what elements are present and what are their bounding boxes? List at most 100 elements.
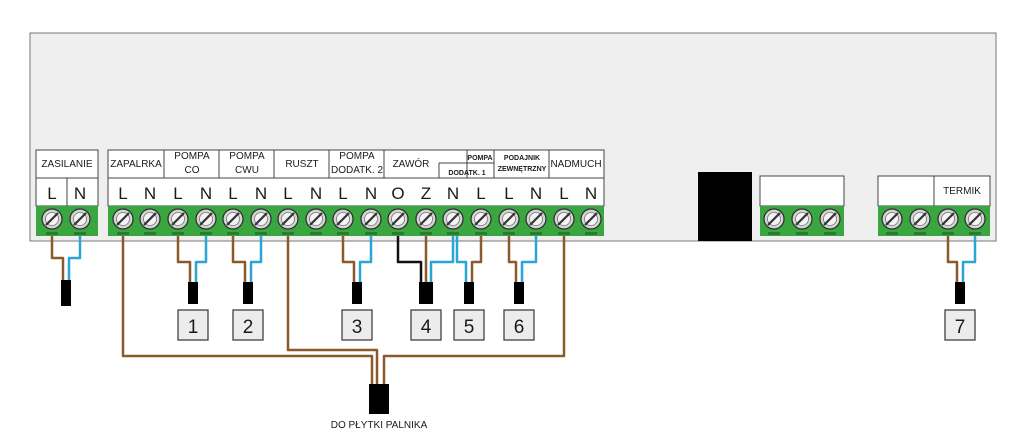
burner-wire-zapalarka — [121, 236, 374, 386]
output-3-wire-blue — [358, 236, 373, 284]
main-header-box — [107, 149, 605, 179]
terminal-letter: N — [144, 184, 156, 203]
header-label-ruszt: RUSZT — [285, 159, 318, 170]
terminal-letter: L — [338, 184, 347, 203]
burner-plug — [369, 384, 389, 414]
output-4-wire-black — [396, 236, 423, 284]
zasilanie-wire-blue — [67, 236, 82, 282]
main-letter-box — [107, 177, 605, 207]
output-box-5: 5 — [453, 309, 485, 341]
terminal-letter: N — [585, 184, 597, 203]
output-box-4: 4 — [410, 309, 442, 341]
terminal-screw — [553, 208, 575, 235]
terminal-screw — [819, 208, 841, 235]
output-2-wire-brown — [231, 236, 247, 284]
header-label-pompa-dodatk-2: POMPA — [339, 151, 375, 162]
output-number: 3 — [352, 317, 363, 338]
terminal-letter: N — [530, 184, 542, 203]
header-label-zawor: ZAWÓR — [393, 157, 430, 170]
terminal-letter: L — [173, 184, 182, 203]
burner-wire-nadmuch — [382, 236, 566, 386]
output-5-wire-blue — [455, 236, 468, 284]
terminal-screw — [937, 208, 959, 235]
terminal-headers — [35, 149, 991, 207]
wires — [50, 236, 977, 386]
terminal-letter: Z — [421, 184, 431, 203]
output-box-1: 1 — [177, 309, 209, 341]
zasilanie-wire-brown — [50, 236, 65, 282]
terminal-screw — [195, 208, 217, 235]
terminal-screw — [139, 208, 161, 235]
output-7-plug — [955, 282, 965, 304]
output-3-plug — [352, 282, 362, 304]
terminal-screw — [909, 208, 931, 235]
terminal-letter: N — [447, 184, 459, 203]
terminal-screw — [442, 208, 464, 235]
terminal-letter: L — [559, 184, 568, 203]
terminal-screw — [167, 208, 189, 235]
terminal-letter: L — [283, 184, 292, 203]
terminal-letter: L — [504, 184, 513, 203]
output-number: 4 — [421, 317, 432, 338]
terminal-letter: N — [74, 184, 86, 203]
terminal-screw — [470, 208, 492, 235]
terminal-screw — [580, 208, 602, 235]
output-number: 6 — [514, 317, 525, 338]
header-label-zasilanie: ZASILANIE — [41, 159, 92, 170]
terminal-screw — [305, 208, 327, 235]
header-label-pompa-dodatk-2: DODATK. 2 — [331, 165, 383, 176]
terminal-screw — [387, 208, 409, 235]
output-1-wire-brown — [176, 236, 192, 284]
output-1-wire-blue — [194, 236, 208, 284]
terminal-letter: N — [255, 184, 267, 203]
header-label-pompa-dodatk-1: POMPA — [467, 155, 492, 162]
terminal-screw — [222, 208, 244, 235]
output-number: 7 — [955, 317, 966, 338]
terminal-screw — [277, 208, 299, 235]
header-label-termik: TERMIK — [943, 186, 981, 197]
header-label-pompa-dodatk-1: DODATK. 1 — [448, 170, 485, 177]
terminal-letter: L — [228, 184, 237, 203]
header-dividers — [163, 150, 550, 178]
output-7-wire-brown — [946, 236, 959, 284]
output-number-boxes: 1 2 3 4 5 6 7 — [177, 309, 976, 341]
terminal-screw — [791, 208, 813, 235]
terminal-screw — [69, 208, 91, 235]
output-5-wire-brown — [470, 236, 483, 284]
output-number: 2 — [243, 317, 254, 338]
terminal-letter: O — [391, 184, 404, 203]
header-label-podajnik: PODAJNIK — [504, 155, 540, 162]
output-1-plug — [188, 282, 198, 304]
black-component — [698, 172, 752, 241]
terminal-letter: L — [47, 184, 56, 203]
blank-header-box — [759, 175, 845, 207]
output-6-wire-brown — [507, 236, 518, 284]
burner-wire-ruszt — [286, 236, 379, 386]
header-label-pompa-cwu: CWU — [235, 165, 259, 176]
output-7-wire-blue — [961, 236, 977, 284]
zasilanie-header-box — [35, 149, 99, 179]
output-number: 1 — [188, 317, 199, 338]
terminal-letter: N — [200, 184, 212, 203]
terminal-letter: N — [365, 184, 377, 203]
terminal-screw — [332, 208, 354, 235]
header-label-podajnik: ZEWNĘTRZNY — [498, 166, 547, 173]
output-5-plug — [464, 282, 474, 304]
zasilanie-plug — [61, 280, 71, 306]
terminal-screw — [964, 208, 986, 235]
terminal-screw — [498, 208, 520, 235]
burner-caption: DO PŁYTKI PALNIKA — [331, 420, 428, 431]
output-number: 5 — [464, 317, 475, 338]
output-box-3: 3 — [341, 309, 373, 341]
terminal-letter: L — [476, 184, 485, 203]
terminal-screws — [41, 208, 986, 235]
terminal-letter: L — [118, 184, 127, 203]
header-label-zapalarka: ZAPALRKA — [110, 159, 162, 170]
output-box-6: 6 — [503, 309, 535, 341]
output-2-plug — [243, 282, 253, 304]
terminal-screw — [881, 208, 903, 235]
output-4-wire-blue — [429, 236, 455, 284]
